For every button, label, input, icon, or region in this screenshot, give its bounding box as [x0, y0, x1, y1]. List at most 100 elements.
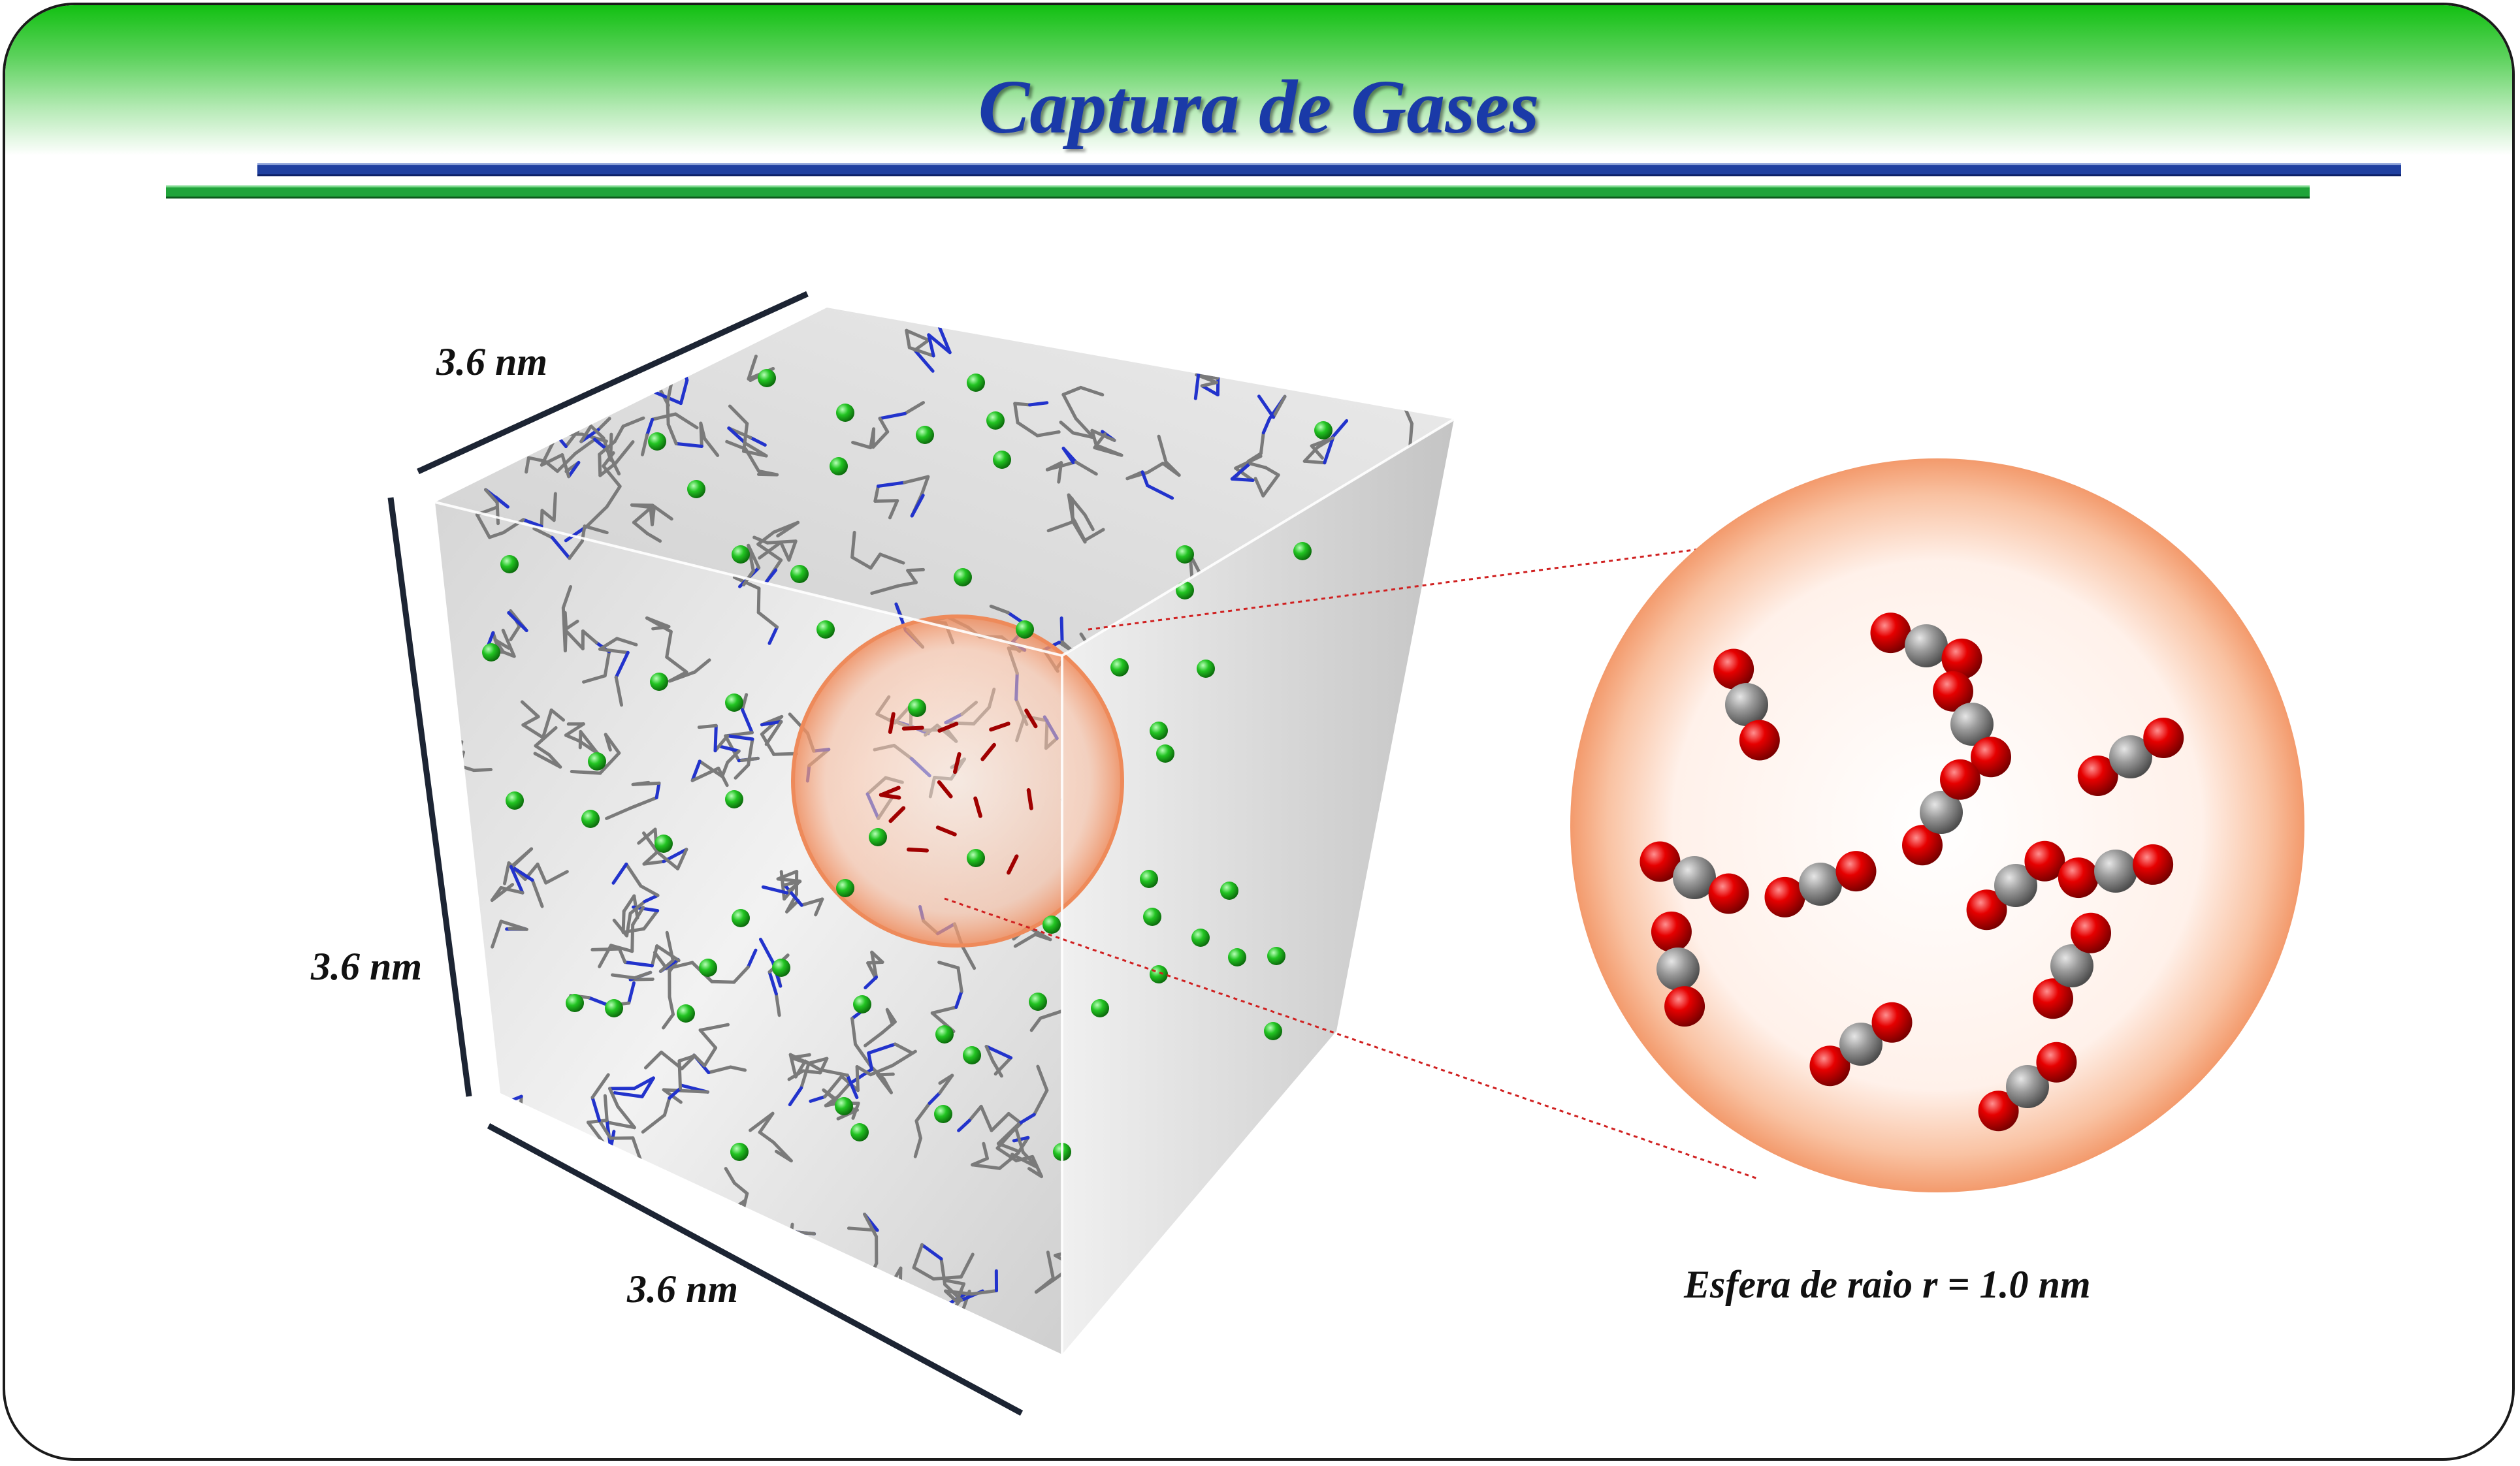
ionic-liquid-molecule: [1337, 1069, 1379, 1115]
gas-atom: [758, 369, 776, 387]
ionic-liquid-molecule: [1233, 1269, 1338, 1303]
ionic-liquid-molecule: [1262, 1274, 1305, 1294]
dimension-label-bottom: 3.6 nm: [627, 1267, 738, 1312]
oxygen-atom: [1739, 720, 1780, 761]
gas-atom: [687, 480, 705, 498]
gas-atom: [916, 426, 934, 444]
carbon-atom: [1656, 948, 1700, 991]
oxygen-atom: [2071, 913, 2111, 953]
ionic-liquid-molecule: [430, 1240, 466, 1286]
simulation-box: [400, 308, 1454, 1354]
ionic-liquid-molecule: [1257, 1227, 1326, 1256]
ionic-liquid-molecule: [790, 1224, 815, 1277]
ionic-liquid-molecule: [1403, 1117, 1430, 1147]
oxygen-atom: [1709, 874, 1749, 914]
gas-atom: [772, 959, 790, 977]
ionic-liquid-molecule: [1138, 1273, 1200, 1307]
gas-atom: [648, 432, 666, 451]
gas-atom: [967, 374, 985, 392]
gas-atom: [836, 404, 854, 422]
gas-atom: [566, 994, 584, 1012]
carbon-atom: [1905, 624, 1948, 667]
gas-atom: [650, 673, 668, 691]
carbon-atom: [1799, 863, 1842, 906]
ionic-liquid-molecule: [1374, 1161, 1408, 1203]
gas-atom: [1176, 545, 1194, 564]
gas-atom: [1191, 929, 1210, 947]
dimension-label-top: 3.6 nm: [436, 340, 547, 385]
ionic-liquid-molecule: [1348, 1016, 1367, 1053]
oxygen-atom: [1651, 912, 1692, 952]
gas-atom: [1267, 947, 1285, 965]
gas-atom: [1293, 542, 1312, 560]
gas-atom: [908, 699, 926, 717]
gas-atom: [506, 791, 524, 810]
oxygen-atom: [2036, 1042, 2076, 1083]
gas-atom: [1197, 660, 1215, 678]
gas-atom: [835, 1097, 853, 1115]
gas-atom: [963, 1046, 981, 1064]
gas-atom: [1029, 993, 1047, 1011]
zoomed-sphere: [1570, 458, 2304, 1192]
gas-atom: [830, 457, 848, 475]
gas-atom: [730, 1143, 749, 1161]
gas-atom: [725, 693, 743, 712]
ionic-liquid-molecule: [1281, 1253, 1319, 1296]
gas-atom: [853, 995, 871, 1013]
gas-atom: [1110, 658, 1129, 677]
gas-atom: [500, 555, 519, 573]
small-co2-molecule: [904, 728, 922, 729]
oxygen-atom: [1836, 851, 1877, 891]
gas-atom: [954, 568, 972, 586]
gas-atom: [816, 620, 835, 639]
diagram-artwork: [5, 5, 2515, 1461]
oxygen-atom: [2133, 844, 2173, 885]
carbon-atom: [2094, 850, 2137, 893]
gas-atom: [967, 849, 985, 867]
gas-atom: [1016, 620, 1034, 639]
gas-atom: [1140, 870, 1158, 888]
oxygen-atom: [1940, 759, 1980, 800]
gas-atom: [605, 999, 623, 1017]
oxygen-atom: [1872, 1002, 1913, 1043]
gas-atom: [986, 411, 1005, 430]
oxygen-atom: [2058, 857, 2099, 898]
oxygen-atom: [1664, 986, 1705, 1027]
ionic-liquid-molecule: [1412, 644, 1444, 700]
gas-atom: [588, 752, 606, 771]
ionic-liquid-molecule: [400, 1218, 476, 1277]
gas-atom: [732, 545, 750, 564]
gas-atom: [790, 565, 809, 583]
ionic-liquid-molecule: [1363, 1255, 1421, 1298]
slide-frame: Captura de Gases: [3, 3, 2515, 1461]
sphere-caption: Esfera de raio r = 1.0 nm: [1684, 1262, 2091, 1307]
ionic-liquid-molecule: [517, 377, 559, 436]
gas-atom: [1042, 916, 1061, 934]
gas-atom: [677, 1004, 695, 1023]
small-co2-molecule: [881, 795, 899, 797]
ionic-liquid-molecule: [1372, 1256, 1400, 1286]
gas-atom: [1150, 965, 1168, 983]
ionic-liquid-molecule: [1291, 1160, 1341, 1213]
gas-atom: [1156, 744, 1174, 763]
gas-atom: [934, 1105, 952, 1123]
gas-atom: [1143, 908, 1161, 926]
ionic-liquid-molecule: [484, 1211, 521, 1271]
ionic-liquid-molecule: [1356, 1076, 1376, 1163]
gas-atom: [725, 790, 743, 808]
small-co2-molecule: [1029, 790, 1031, 808]
gas-atom: [1150, 722, 1168, 740]
gas-atom: [1220, 882, 1238, 900]
gas-atom: [1314, 421, 1333, 439]
gas-atom: [654, 835, 673, 853]
gas-atom: [581, 810, 600, 828]
ionic-liquid-molecule: [1387, 1021, 1435, 1045]
carbon-atom: [1725, 683, 1768, 726]
gas-atom: [1264, 1022, 1282, 1040]
gas-atom: [732, 909, 750, 927]
gas-atom: [1091, 999, 1109, 1017]
gas-atom: [836, 879, 854, 897]
oxygen-atom: [2143, 718, 2184, 758]
gas-atom: [993, 451, 1011, 469]
ionic-liquid-molecule: [472, 1131, 505, 1188]
